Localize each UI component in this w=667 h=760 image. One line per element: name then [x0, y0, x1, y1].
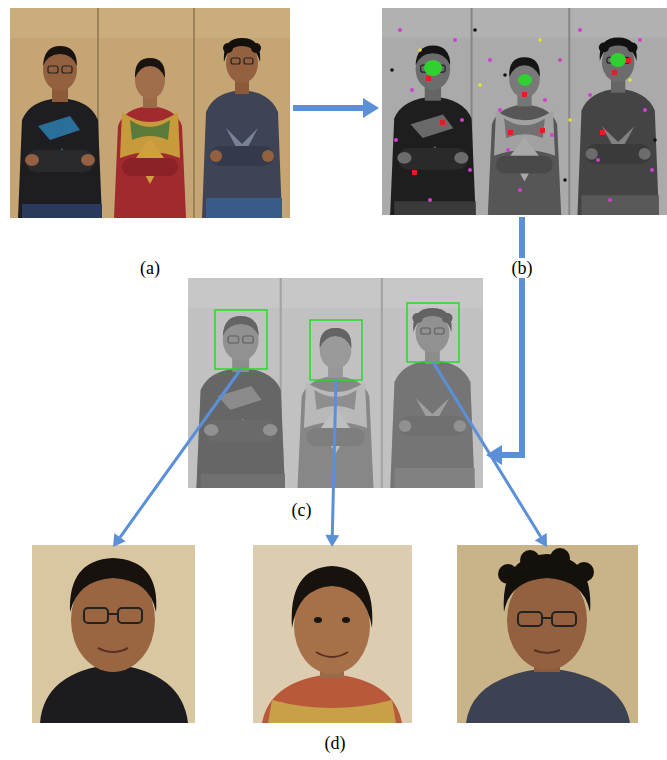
image-panel: (b) — [382, 8, 662, 215]
arrow-head — [535, 533, 547, 547]
arrow-line — [502, 217, 522, 455]
arrow-head — [363, 98, 379, 118]
arrow-line — [332, 380, 336, 535]
input-photo — [10, 8, 290, 218]
feature-point-photo — [382, 8, 667, 215]
arrow-line — [120, 369, 241, 537]
face-crop — [253, 545, 412, 723]
panel-label: (d) — [322, 733, 349, 753]
arrow-line — [293, 105, 363, 111]
flow-arrow — [433, 362, 547, 547]
image-panel: (c) — [188, 278, 483, 488]
panel-label: (a) — [137, 258, 163, 278]
face-crop — [32, 545, 195, 723]
image-panel: (d) — [32, 545, 638, 723]
flow-arrow — [293, 98, 379, 118]
panel-label: (b) — [509, 258, 536, 278]
arrow-head — [113, 533, 126, 547]
image-panel: (a) — [10, 8, 290, 218]
panel-label: (c) — [289, 500, 315, 520]
arrow-line — [433, 362, 541, 537]
flow-arrow — [113, 369, 241, 547]
flow-arrow — [486, 217, 522, 465]
arrow-head — [325, 535, 339, 547]
flow-arrow — [325, 380, 339, 547]
face-crop — [457, 545, 638, 723]
